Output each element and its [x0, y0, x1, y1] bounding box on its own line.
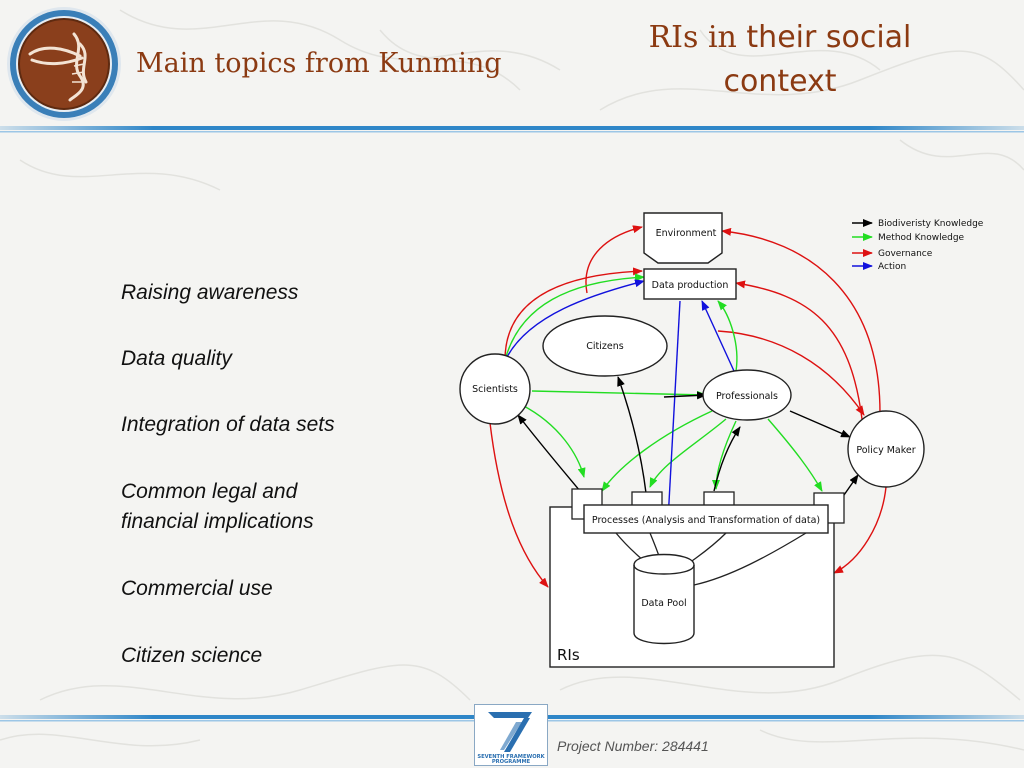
professionals-node [702, 369, 792, 421]
topic-item: Citizen science [121, 644, 263, 667]
citizens-label: Citizens [586, 341, 623, 352]
legend-item: Governance [878, 249, 933, 259]
slide-title-part3: context [723, 64, 837, 99]
edge-governance [504, 267, 643, 361]
legend-item: Biodiveristy Knowledge [878, 219, 984, 229]
edge-knowledge [663, 391, 707, 400]
edge-method [717, 300, 738, 372]
edge-action [506, 279, 645, 358]
slide-title: RIs in their social context [600, 16, 960, 104]
edge-knowledge [713, 426, 741, 492]
edge-governance [489, 422, 549, 588]
policy-maker-label: Policy Maker [856, 445, 915, 456]
edge-method [649, 418, 727, 488]
slide-title-part1: RIs in [648, 20, 747, 55]
topic-item: Raising awareness [121, 281, 299, 304]
edge-action [701, 300, 735, 372]
legend-item: Action [878, 262, 906, 272]
professionals-label: Professionals [716, 391, 778, 402]
edge-knowledge [789, 410, 851, 438]
project-number: Project Number: 284441 [557, 738, 709, 754]
edge-method [521, 404, 586, 478]
edge-method [601, 410, 713, 492]
edge-method [504, 273, 645, 361]
top-divider [0, 126, 1024, 133]
ris-label: RIs [557, 646, 580, 664]
data-pool-node [633, 553, 695, 645]
project-logo-icon [7, 7, 121, 121]
edge-knowledge [617, 376, 647, 494]
policy-maker-node [847, 410, 925, 488]
slide-title-part2: their social [746, 20, 912, 55]
edge-knowledge [843, 474, 859, 496]
edge-governance [585, 225, 643, 294]
header-title: Main topics from Kunming [136, 48, 502, 79]
topic-item: Data quality [121, 347, 232, 370]
edge-governance [833, 486, 887, 574]
scientists-node [459, 353, 531, 425]
legend-item: Method Knowledge [878, 233, 965, 243]
fp7-logo-icon: SEVENTH FRAMEWORK PROGRAMME [474, 704, 548, 766]
ris-context-diagram: RIs Environment Data production Citizens… [459, 212, 984, 668]
topic-item: Commercial use [121, 577, 273, 600]
environment-label: Environment [656, 228, 717, 239]
edge-knowledge [517, 414, 581, 492]
edge-method [531, 390, 707, 399]
data-production-node [643, 268, 737, 300]
data-production-label: Data production [652, 280, 729, 291]
scientists-label: Scientists [472, 384, 518, 395]
fp7-line2: PROGRAMME [492, 759, 531, 765]
processes-node [583, 504, 829, 534]
topic-item: Integration of data sets [121, 413, 335, 436]
topic-item: financial implications [121, 510, 314, 533]
topic-item: Common legal and [121, 480, 298, 503]
processes-label: Processes (Analysis and Transformation o… [592, 515, 820, 526]
fp7-line1: SEVENTH FRAMEWORK [477, 754, 545, 760]
legend: Biodiveristy Knowledge Method Knowledge … [852, 219, 984, 272]
edge-governance [721, 227, 881, 414]
edge-governance [735, 280, 863, 420]
environment-node [643, 212, 723, 264]
citizens-node [542, 315, 668, 377]
data-pool-label: Data Pool [641, 598, 686, 609]
edge-governance [717, 330, 865, 416]
edge-method [767, 418, 823, 492]
